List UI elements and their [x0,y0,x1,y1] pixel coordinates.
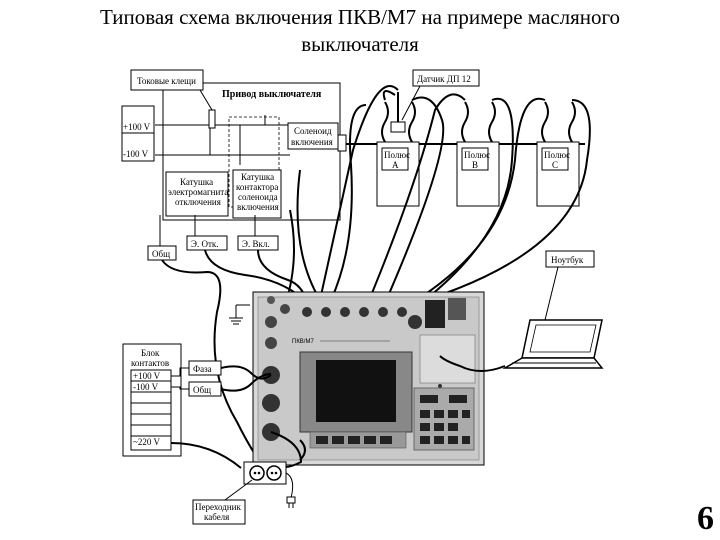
power-switch [425,300,445,328]
adapter-label-2: кабеля [204,512,229,522]
svg-text:+100 V: +100 V [133,371,161,381]
laptop: Ноутбук [439,250,604,372]
svg-text:Полюс: Полюс [384,150,410,160]
coil-on-label-4: включения [237,202,279,212]
contacts-block: Блок контактов +100 V -100 V ~220 V [122,343,182,457]
coil-off-label-2: электромагнита [168,187,228,197]
e-on-label: Э. Вкл. [242,239,270,249]
svg-text:-100 V: -100 V [133,382,159,392]
coil-on-box [232,169,282,219]
coil-on-label-2: контактора [236,182,278,192]
pole-c: Полюс C [536,101,580,207]
slide-number: 6 [697,500,714,537]
pole-a: Полюс А [376,101,420,207]
adapter-label-1: Переходник [195,502,241,512]
page-title: Типовая схема включения ПКВ/М7 на пример… [0,4,720,58]
coil-off-box [165,171,229,217]
common2-label: Общ [193,385,211,395]
title-line-2: выключателя [301,32,419,56]
clamp-sensor [208,109,216,129]
sensor-label: Датчик ДП 12 [417,74,471,84]
sensor-label-box [412,69,480,87]
adapter-label-box [192,499,246,525]
coil-off-label-1: Катушка [180,177,213,187]
coil-on-label-1: Катушка [241,172,274,182]
svg-text:Полюс: Полюс [544,150,570,160]
svg-text:контактов: контактов [131,358,169,368]
laptop-cable [439,355,506,372]
common-label: Общ [152,249,170,259]
svg-text:~220 V: ~220 V [133,437,160,447]
plug-icon [286,496,296,504]
e-off-label: Э. Отк. [191,239,219,249]
laptop-label: Ноутбук [551,255,584,265]
breaker-drive: Привод выключателя Катушка электромагнит… [155,82,341,221]
pole-b: Полюс B [456,101,500,207]
svg-text:Полюс: Полюс [464,150,490,160]
device-screen [316,360,396,422]
laptop-label-box [545,250,595,268]
svg-text:А: А [392,160,399,170]
coil-off-label-3: отключения [175,197,221,207]
svg-text:Блок: Блок [141,348,160,358]
phase-label: Фаза [193,364,212,374]
e-off-box [186,235,228,251]
current-clamps-label: Токовые клещи [137,76,196,86]
bus-plus-label: +100 V [123,122,151,132]
coil-on-label-3: соленоида [238,192,278,202]
solenoid-label-1: Соленоид [294,126,332,136]
svg-text:B: B [472,160,478,170]
svg-text:C: C [552,160,558,170]
solenoid-label-2: включения [291,137,333,147]
device-name-label: ПКВ/М7 [292,339,314,345]
title-line-1: Типовая схема включения ПКВ/М7 на пример… [99,5,621,29]
pkv-m7-device: ПКВ/М7 [252,291,485,466]
drive-label: Привод выключателя [222,89,322,100]
current-clamps-box [130,69,204,91]
sensor-body [390,121,406,133]
clamps-pointer [199,89,213,111]
bus-minus-label: -100 V [123,149,149,159]
